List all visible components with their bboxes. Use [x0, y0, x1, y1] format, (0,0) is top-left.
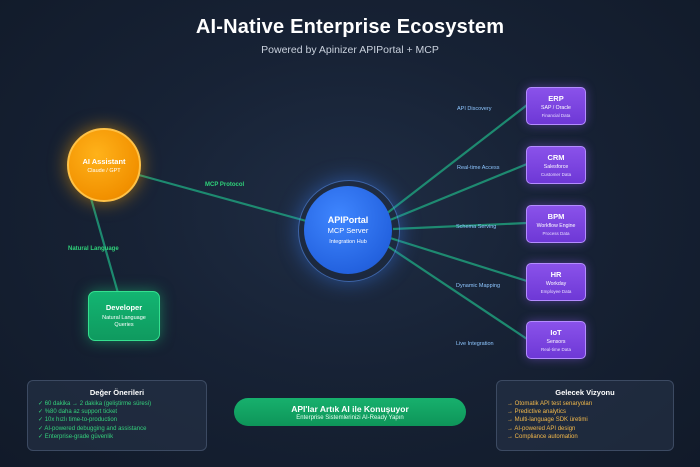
list-item: → AI-powered API design	[507, 425, 576, 432]
system-title: BPM	[547, 212, 565, 221]
system-subtitle: Workflow Engine	[536, 223, 576, 229]
hub-glow-ring	[298, 180, 400, 282]
list-item: ✓ %80 daha az support ticket	[38, 409, 118, 416]
list-item: → Multi-language SDK üretimi	[507, 417, 588, 424]
list-item: ✓ 60 dakika → 2 dakika (geliştirme süres…	[38, 401, 152, 407]
edge-label-schema-serving: Schema Serving	[456, 224, 497, 230]
developer-line-1: Natural Language	[102, 314, 146, 321]
edge-hub-crm	[389, 162, 528, 222]
edge-label-live-integration: Live Integration	[456, 341, 494, 347]
hub-caption: Integration Hub	[329, 239, 367, 245]
edge-label-dynamic-mapping: Dynamic Mapping	[456, 283, 501, 289]
system-detail: Customer Data	[540, 172, 572, 177]
ai-assistant-node: AI Assistant Claude / GPT	[67, 128, 141, 202]
vision-panel-title: Gelecek Vizyonu	[555, 388, 615, 397]
vision-list: → Otomatik API test senaryoları → Predic…	[497, 400, 673, 441]
list-item: ✓ 10x hızlı time-to-production	[38, 417, 118, 424]
edge-label-api-discovery: API Discovery	[457, 106, 492, 112]
edge-assistant-developer	[88, 194, 120, 294]
list-item: → Predictive analytics	[507, 409, 567, 416]
developer-line-2: Queries	[114, 322, 134, 328]
system-title: IoT	[550, 328, 562, 337]
developer-title: Developer	[105, 302, 143, 312]
edge-hub-erp	[385, 104, 528, 215]
ai-assistant-title: AI Assistant	[82, 156, 126, 166]
hub-subtitle: MCP Server	[327, 226, 369, 235]
cta-subtitle: Enterprise Sistemlerinizi AI-Ready Yapın	[296, 414, 404, 421]
edge-assistant-hub	[127, 170, 311, 224]
system-node-crm: CRM Salesforce Customer Data	[526, 146, 586, 184]
edge-label-realtime-access: Real-time Access	[457, 165, 500, 171]
cta-banner[interactable]: API'lar Artık AI ile Konuşuyor Enterpris…	[234, 398, 466, 426]
diagram-subtitle: Powered by Apinizer APIPortal + MCP	[261, 44, 439, 56]
edge-hub-hr	[389, 236, 528, 283]
system-subtitle: Salesforce	[543, 164, 569, 170]
edge-label-mcp-protocol: MCP Protocol	[205, 182, 245, 188]
apiportal-hub-node: APIPortal MCP Server Integration Hub	[304, 186, 392, 274]
system-title: HR	[550, 270, 562, 279]
system-detail: Financial Data	[541, 113, 571, 118]
list-item: → Otomatik API test senaryoları	[507, 401, 593, 407]
system-node-hr: HR Workday Employee Data	[526, 263, 586, 301]
hub-title: APIPortal	[327, 215, 369, 225]
value-proposition-panel: Değer Önerileri ✓ 60 dakika → 2 dakika (…	[27, 380, 207, 451]
system-subtitle: SAP / Oracle	[541, 105, 571, 111]
system-detail: Employee Data	[540, 289, 572, 294]
system-node-bpm: BPM Workflow Engine Process Data	[526, 205, 586, 243]
future-vision-panel: Gelecek Vizyonu → Otomatik API test sena…	[496, 380, 674, 451]
system-subtitle: Sensors	[546, 339, 566, 345]
system-node-erp: ERP SAP / Oracle Financial Data	[526, 87, 586, 125]
list-item: ✓ Enterprise-grade güvenlik	[38, 433, 114, 440]
system-subtitle: Workday	[545, 281, 567, 287]
edge-hub-bpm	[392, 221, 528, 231]
diagram-title: AI-Native Enterprise Ecosystem	[195, 16, 505, 38]
value-list: ✓ 60 dakika → 2 dakika (geliştirme süres…	[28, 400, 206, 441]
list-item: → Compliance automation	[507, 433, 578, 440]
ai-assistant-subtitle: Claude / GPT	[87, 167, 121, 174]
developer-node: Developer Natural Language Queries	[88, 291, 160, 341]
system-title: CRM	[547, 153, 565, 162]
edge-label-natural-language: Natural Language	[68, 246, 119, 252]
system-title: ERP	[548, 94, 564, 103]
system-node-iot: IoT Sensors Real-time Data	[526, 321, 586, 359]
edge-hub-iot	[385, 244, 528, 340]
value-panel-title: Değer Önerileri	[89, 388, 145, 397]
system-detail: Process Data	[542, 231, 570, 236]
system-detail: Real-time Data	[540, 347, 571, 352]
cta-title: API'lar Artık AI ile Konuşuyor	[291, 403, 409, 414]
list-item: ✓ AI-powered debugging and assistance	[38, 425, 147, 432]
